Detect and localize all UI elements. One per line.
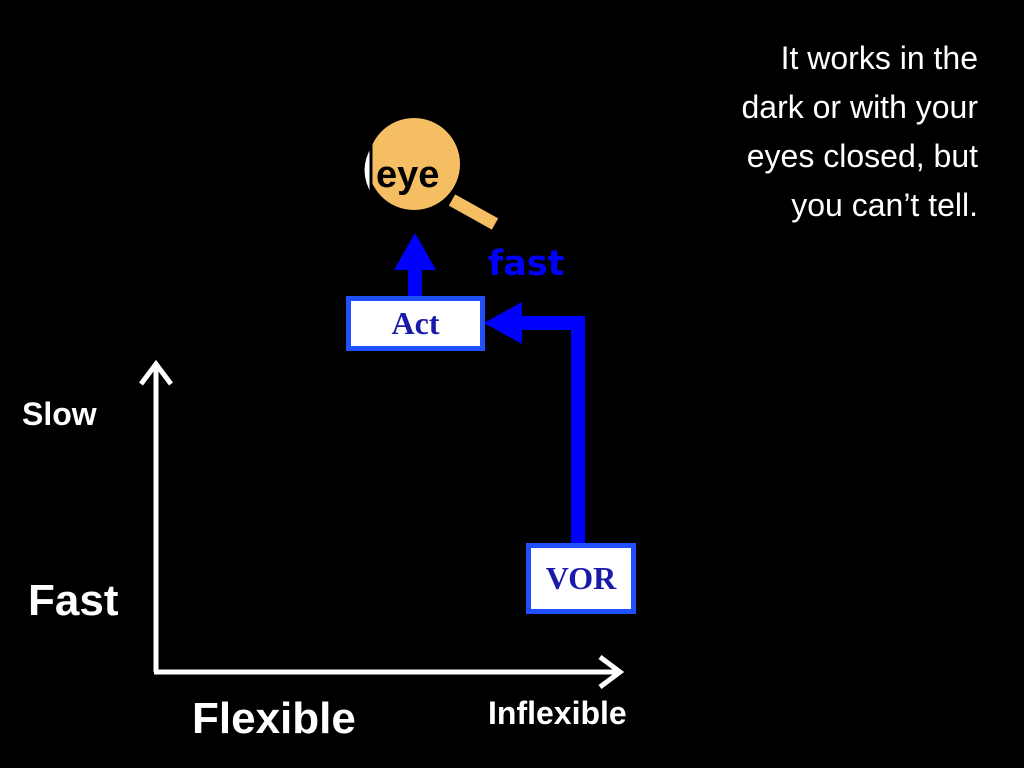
caption-text: It works in the dark or with your eyes c… <box>658 34 978 230</box>
vor-to-act-vertical <box>571 316 585 546</box>
y-axis-bottom-label: Fast <box>28 576 119 625</box>
fast-arrow-label: fast <box>488 244 565 284</box>
y-axis-arrowhead <box>139 359 173 386</box>
vor-to-act-head <box>484 302 522 344</box>
magnifier-lens <box>368 118 460 210</box>
x-axis-left-label: Flexible <box>192 694 356 743</box>
caption-line: you can’t tell. <box>791 187 978 223</box>
act-box: Act <box>346 296 485 351</box>
act-label: Act <box>391 305 440 341</box>
caption-line: dark or with your <box>741 89 978 125</box>
y-axis-top-label: Slow <box>22 396 97 432</box>
signal-arrows <box>394 233 585 546</box>
axes <box>139 359 625 689</box>
magnifier-icon <box>368 118 499 230</box>
vor-box: VOR <box>526 543 636 614</box>
caption-line: It works in the <box>780 40 978 76</box>
vor-to-act-horizontal <box>515 316 585 330</box>
vor-label: VOR <box>545 560 617 596</box>
magnifier-handle <box>448 194 499 230</box>
x-axis-right-label: Inflexible <box>488 695 627 731</box>
act-to-eye-shaft <box>408 268 422 298</box>
act-to-eye-head <box>394 233 436 270</box>
x-axis-arrowhead <box>598 655 625 689</box>
caption-line: eyes closed, but <box>746 138 978 174</box>
eye-text: eye <box>376 154 440 196</box>
eye-lid-icon <box>361 139 373 202</box>
